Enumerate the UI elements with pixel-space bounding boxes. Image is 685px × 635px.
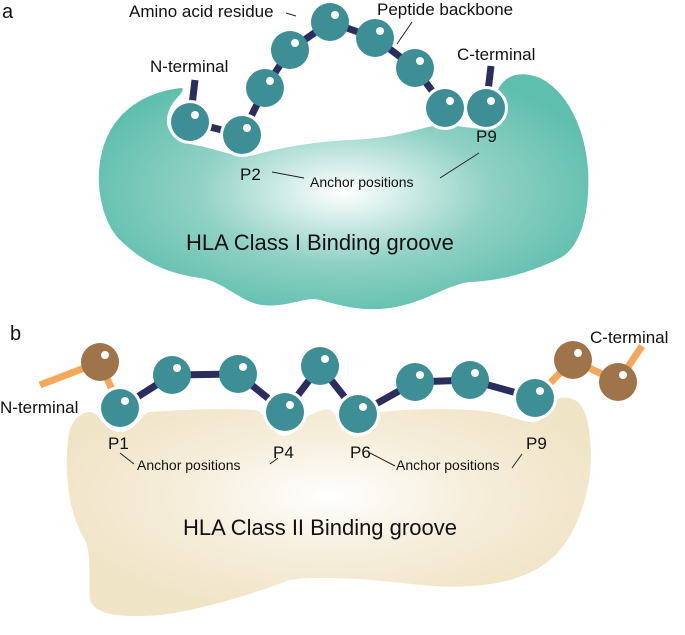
label-n-terminal-b: N-terminal xyxy=(0,398,78,417)
groove-title-class-ii: HLA Class II Binding groove xyxy=(183,515,457,540)
residue-sphere xyxy=(101,389,139,427)
residue-highlight xyxy=(331,11,339,19)
anchor-p9-a: P9 xyxy=(476,127,497,146)
core-residue-1 xyxy=(98,386,142,430)
anchor-p4: P4 xyxy=(273,443,294,462)
residue-highlight xyxy=(416,371,424,379)
residue-highlight xyxy=(191,111,199,119)
panel-a-labels: Amino acid residue Peptide backbone N-te… xyxy=(129,0,535,255)
amino-acid-residue-2 xyxy=(220,113,264,157)
panel-label-a: a xyxy=(2,1,14,23)
anchor-p9-b: P9 xyxy=(526,434,547,453)
anchor-p2: P2 xyxy=(240,165,261,184)
residue-sphere xyxy=(396,363,434,401)
residue-sphere xyxy=(426,89,464,127)
panel-b-labels: N-terminal C-terminal P1 P4 P6 P9 Anchor… xyxy=(0,328,668,540)
residue-sphere xyxy=(311,3,349,41)
panel-a: a xyxy=(2,1,589,310)
residue-sphere xyxy=(554,341,592,379)
leader-p6 xyxy=(369,452,396,467)
label-c-terminal-a: C-terminal xyxy=(457,45,535,64)
residue-highlight xyxy=(487,97,495,105)
residue-highlight xyxy=(416,57,424,65)
amino-acid-residue-8 xyxy=(423,86,467,130)
residue-highlight xyxy=(239,363,247,371)
residue-highlight xyxy=(121,397,129,405)
amino-acid-residue-9 xyxy=(464,86,508,130)
label-amino-acid-residue: Amino acid residue xyxy=(129,2,274,21)
flanking-residue-c-2 xyxy=(599,363,637,401)
residue-sphere xyxy=(301,347,339,385)
residue-highlight xyxy=(286,401,294,409)
residue-sphere xyxy=(599,363,637,401)
residue-highlight xyxy=(619,371,627,379)
residue-highlight xyxy=(321,355,329,363)
residue-highlight xyxy=(446,97,454,105)
residue-highlight xyxy=(266,77,274,85)
amino-acid-residue-6 xyxy=(356,19,394,57)
residue-highlight xyxy=(359,403,367,411)
residue-sphere xyxy=(451,361,489,399)
residue-sphere xyxy=(81,343,119,381)
residues-b xyxy=(81,341,637,436)
residue-sphere xyxy=(396,49,434,87)
groove-title-class-i: HLA Class I Binding groove xyxy=(186,230,454,255)
residue-sphere xyxy=(356,19,394,57)
leader-amino-acid-residue xyxy=(285,12,297,17)
residue-highlight xyxy=(101,351,109,359)
residue-highlight xyxy=(536,387,544,395)
residue-sphere xyxy=(246,69,284,107)
core-residue-5 xyxy=(301,347,339,385)
residue-sphere xyxy=(219,355,257,393)
amino-acid-residue-3 xyxy=(246,69,284,107)
label-anchor-positions-b2: Anchor positions xyxy=(396,457,500,473)
residue-sphere xyxy=(171,103,209,141)
core-residue-6 xyxy=(336,392,380,436)
anchor-p1: P1 xyxy=(108,434,129,453)
amino-acid-residue-5 xyxy=(311,3,349,41)
residues-a xyxy=(168,3,508,157)
residue-highlight xyxy=(291,39,299,47)
leader-peptide-backbone xyxy=(396,21,413,45)
residue-highlight xyxy=(243,124,251,132)
label-c-terminal-b: C-terminal xyxy=(590,328,668,347)
panel-b: b xyxy=(10,323,591,617)
core-residue-2 xyxy=(153,356,191,394)
hla-class-i-groove xyxy=(98,74,589,310)
residue-highlight xyxy=(471,369,479,377)
residue-highlight xyxy=(376,27,384,35)
leader-p9-a xyxy=(439,152,480,179)
flanking-residue-c-1 xyxy=(554,341,592,379)
core-residue-7 xyxy=(396,363,434,401)
amino-acid-residue-4 xyxy=(271,31,309,69)
residue-highlight xyxy=(173,364,181,372)
leader-p9-b xyxy=(511,453,523,469)
amino-acid-residue-7 xyxy=(396,49,434,87)
residue-sphere xyxy=(153,356,191,394)
label-anchor-positions-a: Anchor positions xyxy=(310,174,414,190)
core-residue-9 xyxy=(513,376,557,420)
leader-p4 xyxy=(269,457,279,465)
residue-sphere xyxy=(467,89,505,127)
label-n-terminal-a: N-terminal xyxy=(150,57,228,76)
residue-sphere xyxy=(223,116,261,154)
residue-sphere xyxy=(516,379,554,417)
core-residue-3 xyxy=(219,355,257,393)
residue-highlight xyxy=(574,349,582,357)
leader-p1 xyxy=(119,452,135,465)
label-peptide-backbone: Peptide backbone xyxy=(377,0,513,19)
residue-sphere xyxy=(271,31,309,69)
residue-sphere xyxy=(339,395,377,433)
core-residue-8 xyxy=(451,361,489,399)
anchor-p6: P6 xyxy=(350,443,371,462)
residue-sphere xyxy=(266,393,304,431)
leader-p2 xyxy=(271,171,305,179)
core-residue-4 xyxy=(263,390,307,434)
amino-acid-residue-1 xyxy=(168,100,212,144)
flanking-residue-n-1 xyxy=(81,343,119,381)
hla-class-ii-groove xyxy=(66,397,591,617)
panel-label-b: b xyxy=(10,323,21,345)
label-anchor-positions-b1: Anchor positions xyxy=(137,457,241,473)
